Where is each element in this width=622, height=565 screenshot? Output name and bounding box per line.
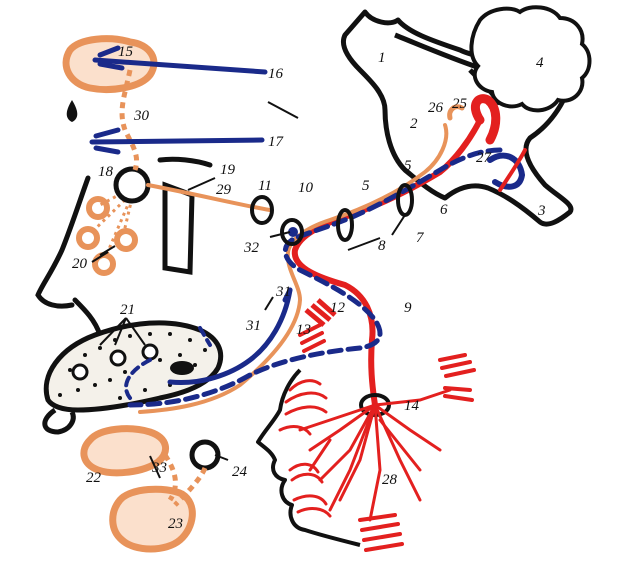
label-8: 8 [378,238,386,254]
parotid-gland [109,485,196,553]
number-labels: 1 2 3 4 5 5 6 7 8 9 10 11 12 13 14 15 16… [72,44,546,532]
label-33: 33 [151,460,167,476]
label-4: 4 [536,55,544,71]
label-5a: 5 [404,158,412,174]
label-12: 12 [330,300,346,316]
geniculate-dot [288,227,298,237]
facial-muscles [278,379,452,522]
label-18: 18 [98,164,114,180]
jaw-outline [42,407,76,435]
label-17: 17 [268,134,285,150]
label-31a: 31 [275,284,291,300]
label-20: 20 [72,256,88,272]
label-13: 13 [296,322,311,338]
label-24: 24 [232,464,248,480]
orange-dashed-fibers [119,69,208,507]
label-21: 21 [120,302,135,318]
motor-branch-stubs [304,298,337,327]
label-25: 25 [452,96,468,112]
leader-lines [91,101,406,479]
label-22: 22 [86,470,102,486]
label-14: 14 [404,398,420,414]
label-26: 26 [428,100,444,116]
label-28: 28 [382,472,398,488]
nasal-glands [76,196,138,276]
submandibular-gland [80,425,169,477]
face-profile [256,368,361,547]
tear-drop [66,100,78,122]
label-6: 6 [440,202,448,218]
nerve-trunk [124,117,503,414]
label-31b: 31 [245,318,261,334]
label-7: 7 [416,230,425,246]
brainstem-nuclei [447,94,527,192]
label-19: 19 [220,162,236,178]
cerebellum-shape [469,5,592,113]
label-3: 3 [537,203,546,219]
blue-solid-nerves [89,45,293,386]
label-9: 9 [404,300,412,316]
label-5b: 5 [362,178,370,194]
label-27: 27 [476,150,493,166]
label-29: 29 [216,182,232,198]
label-30: 30 [133,108,150,124]
label-32: 32 [243,240,260,256]
label-10: 10 [298,180,314,196]
label-15: 15 [118,44,134,60]
label-2: 2 [410,116,418,132]
tongue [43,320,224,413]
label-16: 16 [268,66,284,82]
label-23: 23 [168,516,183,532]
label-11: 11 [258,178,272,194]
muscle-hatching [298,323,476,552]
label-1: 1 [378,50,386,66]
